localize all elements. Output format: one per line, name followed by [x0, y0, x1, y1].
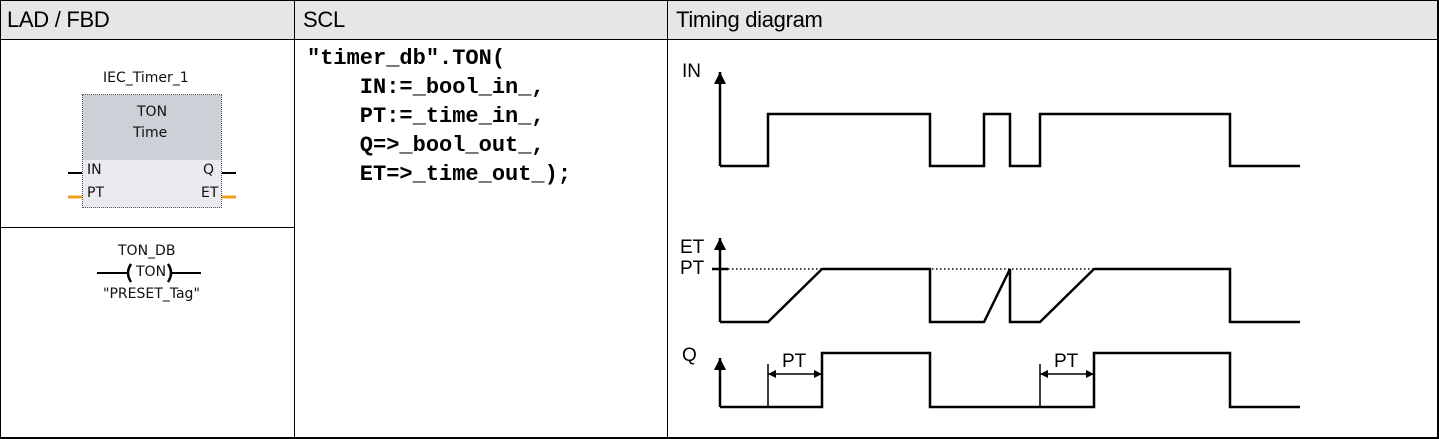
- table-border-header: [0, 39, 1439, 40]
- ton-block-header: [83, 95, 221, 160]
- scl-line: IN:=_bool_in_,: [307, 75, 545, 100]
- et-axis-arrow: [714, 238, 726, 250]
- table-divider-2: [667, 0, 668, 439]
- scl-line: Q=>_bool_out_,: [307, 133, 545, 158]
- block-pin-stubs: [68, 172, 236, 199]
- ton-function-block: TON Time IN Q PT ET: [82, 94, 222, 208]
- label-q: Q: [682, 345, 697, 366]
- preset-tag: "PRESET_Tag": [103, 286, 200, 302]
- scl-code-block: "timer_db".TON( IN:=_bool_in_, PT:=_time…: [307, 44, 571, 189]
- delay-label-1: PT: [782, 351, 807, 372]
- header-scl: SCL: [303, 7, 345, 32]
- pin-pt-label: PT: [87, 185, 104, 201]
- header-timing-diagram: Timing diagram: [676, 7, 823, 32]
- label-in: IN: [682, 61, 701, 82]
- coil-label: TON: [136, 264, 167, 280]
- block-type-ton: TON: [137, 104, 168, 120]
- pin-q-label: Q: [203, 162, 215, 178]
- lad-cell-split: [0, 227, 294, 228]
- et-signal-trace: [720, 267, 1300, 324]
- pin-et-label: ET: [201, 185, 219, 201]
- header-cell-scl: [294, 0, 667, 39]
- table-divider-1: [294, 0, 295, 439]
- header-lad-fbd: LAD / FBD: [7, 7, 110, 32]
- in-signal-trace: [720, 112, 1300, 168]
- q-axis-arrow: [714, 358, 726, 370]
- scl-line: "timer_db".TON(: [307, 46, 506, 71]
- label-pt: PT: [680, 258, 705, 279]
- table-border-bottom: [0, 437, 1439, 439]
- timing-diagram: IN ET PT Q PT PT: [680, 61, 1300, 409]
- table-border-right: [1437, 0, 1439, 439]
- header-cell-lad: [0, 0, 294, 39]
- in-axis-arrow: [714, 72, 726, 84]
- label-et: ET: [680, 237, 705, 258]
- scl-line: ET=>_time_out_);: [307, 162, 572, 187]
- delay-label-2: PT: [1054, 351, 1079, 372]
- pin-in-label: IN: [87, 162, 102, 178]
- ton-coil: [97, 263, 201, 283]
- q-signal-trace: [720, 351, 1300, 409]
- coil-db-name: TON_DB: [118, 243, 176, 259]
- header-cell-timing: [667, 0, 1439, 39]
- scl-line: PT:=_time_in_,: [307, 104, 545, 129]
- block-data-type: Time: [133, 125, 168, 141]
- table-border-left: [0, 0, 1, 439]
- timer-instance-name: IEC_Timer_1: [103, 70, 189, 86]
- table-border-top: [0, 0, 1439, 1]
